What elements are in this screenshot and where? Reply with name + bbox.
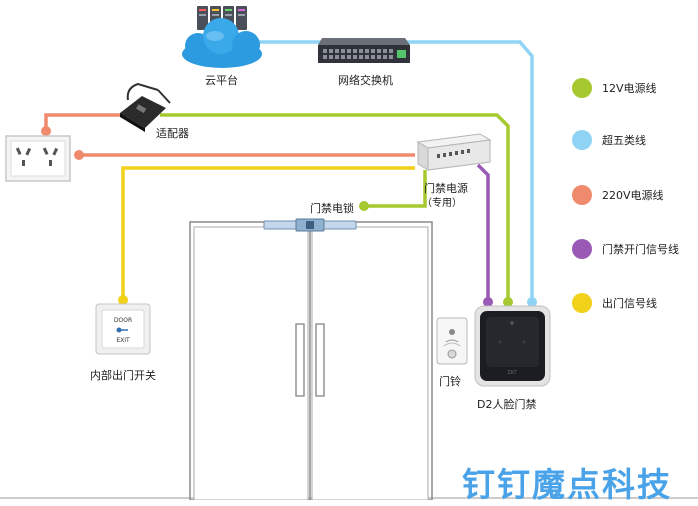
network-switch-label: 网络交换机 — [338, 74, 393, 87]
door-signal-wire-end — [483, 297, 493, 307]
door-handle-right — [315, 323, 325, 397]
cloud-platform-label: 云平台 — [205, 74, 238, 87]
exit-switch-label: 内部出门开关 — [90, 369, 156, 382]
legend-item-cat5e: 超五类线 — [572, 129, 646, 151]
electric-lock-label: 门禁电锁 — [310, 202, 354, 215]
cloud-icon — [182, 18, 262, 68]
exit-button-top-text: DOOR — [114, 317, 132, 324]
legend-swatch — [572, 293, 592, 313]
220v-lockpower-wire-start — [74, 150, 84, 160]
lock-power-sublabel: （专用） — [422, 198, 462, 209]
lock-power-label: 门禁电源 — [424, 182, 468, 195]
12v-adapter-wire-end — [503, 297, 513, 307]
legend-swatch — [572, 130, 592, 150]
doorbell-label: 门铃 — [439, 375, 461, 388]
exit-button-bottom-text: EXIT — [116, 337, 130, 344]
exit-signal-wire-end — [118, 295, 128, 305]
legend-label: 超五类线 — [602, 134, 646, 147]
exit-button-icon: DOOR EXIT — [95, 303, 151, 355]
door-handle-left — [295, 323, 305, 397]
legend-swatch — [572, 185, 592, 205]
legend-label: 门禁开门信号线 — [602, 243, 679, 256]
220v-adapter-wire — [44, 113, 130, 130]
legend-item-220v: 220V电源线 — [572, 184, 664, 206]
electric-lock-icon — [263, 218, 357, 232]
key-icon — [116, 327, 122, 333]
cloud-platform — [182, 6, 262, 68]
face-terminal-icon: ZKT — [474, 305, 551, 387]
12v-lock-wire-end — [359, 201, 369, 211]
wall-socket-icon — [5, 135, 71, 182]
legend-item-door-signal: 门禁开门信号线 — [572, 238, 679, 260]
legend-item-exit-signal: 出门信号线 — [572, 292, 657, 314]
doorbell-icon — [436, 317, 468, 365]
power-adapter-icon — [120, 82, 171, 132]
svg-text:ZKT: ZKT — [507, 370, 517, 376]
12v-adapter-wire — [160, 113, 510, 302]
face-terminal-label: D2人脸门禁 — [477, 398, 537, 411]
watermark: 钉钉魔点科技 — [462, 465, 672, 504]
double-door — [0, 221, 698, 500]
door-leaf-right — [311, 226, 429, 500]
cat5e-wire-end — [527, 297, 537, 307]
door-leaf-left — [193, 226, 309, 500]
legend-label: 220V电源线 — [602, 189, 664, 202]
legend-swatch — [572, 239, 592, 259]
exit-signal-wire — [121, 166, 415, 300]
legend-label: 出门信号线 — [602, 297, 657, 310]
door-signal-wire — [476, 163, 490, 302]
220v-adapter-wire-start — [41, 126, 51, 136]
lock-power-supply-icon — [416, 133, 492, 171]
network-switch-icon — [318, 38, 410, 63]
legend-swatch — [572, 78, 592, 98]
legend-label: 12V电源线 — [602, 82, 657, 95]
12v-lock-wire — [365, 170, 427, 208]
adapter-label: 适配器 — [156, 127, 189, 140]
legend-item-12v: 12V电源线 — [572, 77, 657, 99]
